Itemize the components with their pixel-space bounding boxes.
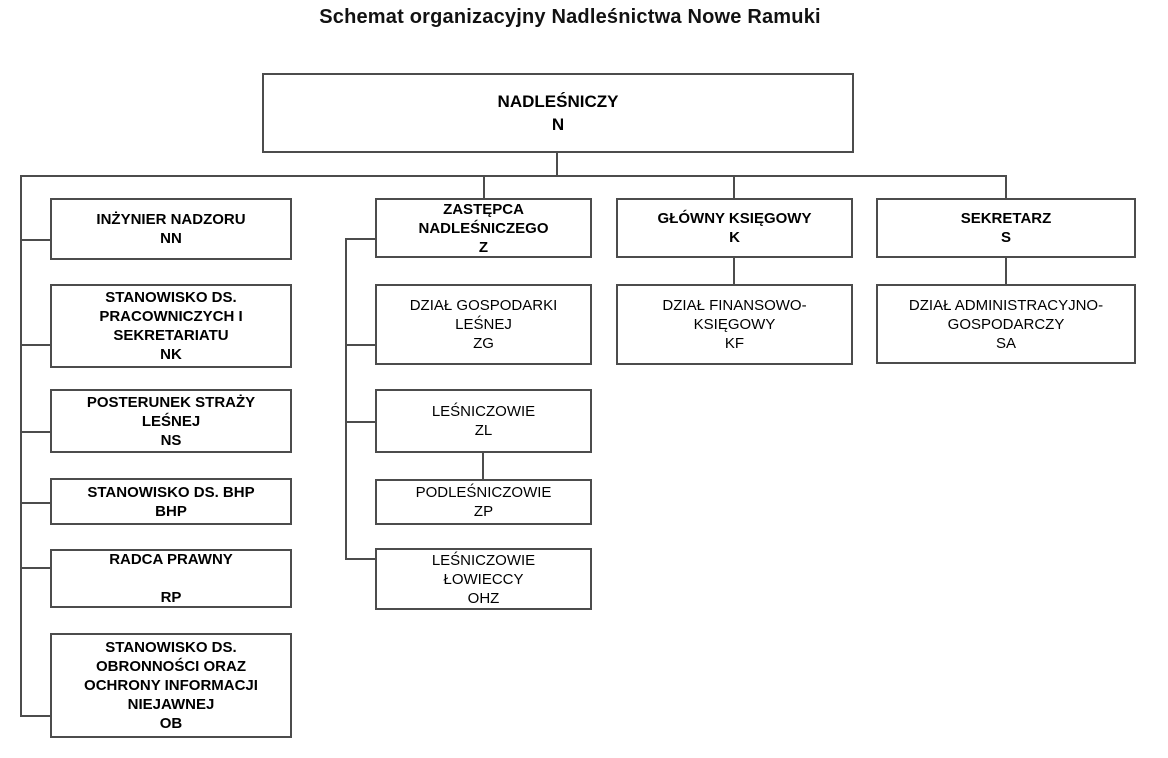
org-box-dzial-administracyjno-gospodarczy: DZIAŁ ADMINISTRACYJNO- GOSPODARCZY SA [876,284,1136,364]
org-box-radca-prawny: RADCA PRAWNY RP [50,549,292,608]
connector-drop-zastepca [483,175,485,198]
connector-stub-nn [20,239,50,241]
org-box-lesniczowie-lowieccy: LEŚNICZOWIE ŁOWIECCY OHZ [375,548,592,610]
org-box-stanowisko-pracownicze: STANOWISKO DS. PRACOWNICZYCH I SEKRETARI… [50,284,292,368]
connector-stub-rp [20,567,50,569]
org-box-podlesniczowie: PODLEŚNICZOWIE ZP [375,479,592,525]
org-box-stanowisko-bhp: STANOWISKO DS. BHP BHP [50,478,292,525]
connector-stub-nk [20,344,50,346]
connector-stub-z [345,238,375,240]
connector-distribution [20,175,1007,177]
connector-stub-ohz [345,558,375,560]
connector-stub-zg [345,344,375,346]
connector-stub-bhp [20,502,50,504]
connector-zl-zp [482,453,484,479]
org-box-nadlesniczy: NADLEŚNICZY N [262,73,854,153]
connector-root-stem [556,152,558,175]
connector-k-kf [733,258,735,284]
org-box-posterunek-strazy: POSTERUNEK STRAŻY LEŚNEJ NS [50,389,292,453]
connector-drop-ksiegowy [733,175,735,198]
org-box-stanowisko-obronnosci: STANOWISKO DS. OBRONNOŚCI ORAZ OCHRONY I… [50,633,292,738]
org-box-zastepca-nadlesniczego: ZASTĘPCA NADLEŚNICZEGO Z [375,198,592,258]
connector-middle-trunk [345,238,347,560]
connector-left-trunk [20,175,22,717]
org-box-dzial-finansowo-ksiegowy: DZIAŁ FINANSOWO- KSIĘGOWY KF [616,284,853,365]
org-box-glowny-ksiegowy: GŁÓWNY KSIĘGOWY K [616,198,853,258]
connector-stub-ob [20,715,50,717]
org-box-sekretarz: SEKRETARZ S [876,198,1136,258]
connector-stub-ns [20,431,50,433]
org-box-lesniczowie: LEŚNICZOWIE ZL [375,389,592,453]
connector-s-sa [1005,258,1007,284]
org-box-dzial-gospodarki: DZIAŁ GOSPODARKI LEŚNEJ ZG [375,284,592,365]
chart-title: Schemat organizacyjny Nadleśnictwa Nowe … [319,6,821,28]
org-box-inzynier-nadzoru: INŻYNIER NADZORU NN [50,198,292,260]
connector-stub-zl [345,421,375,423]
connector-drop-sekretarz [1005,175,1007,198]
